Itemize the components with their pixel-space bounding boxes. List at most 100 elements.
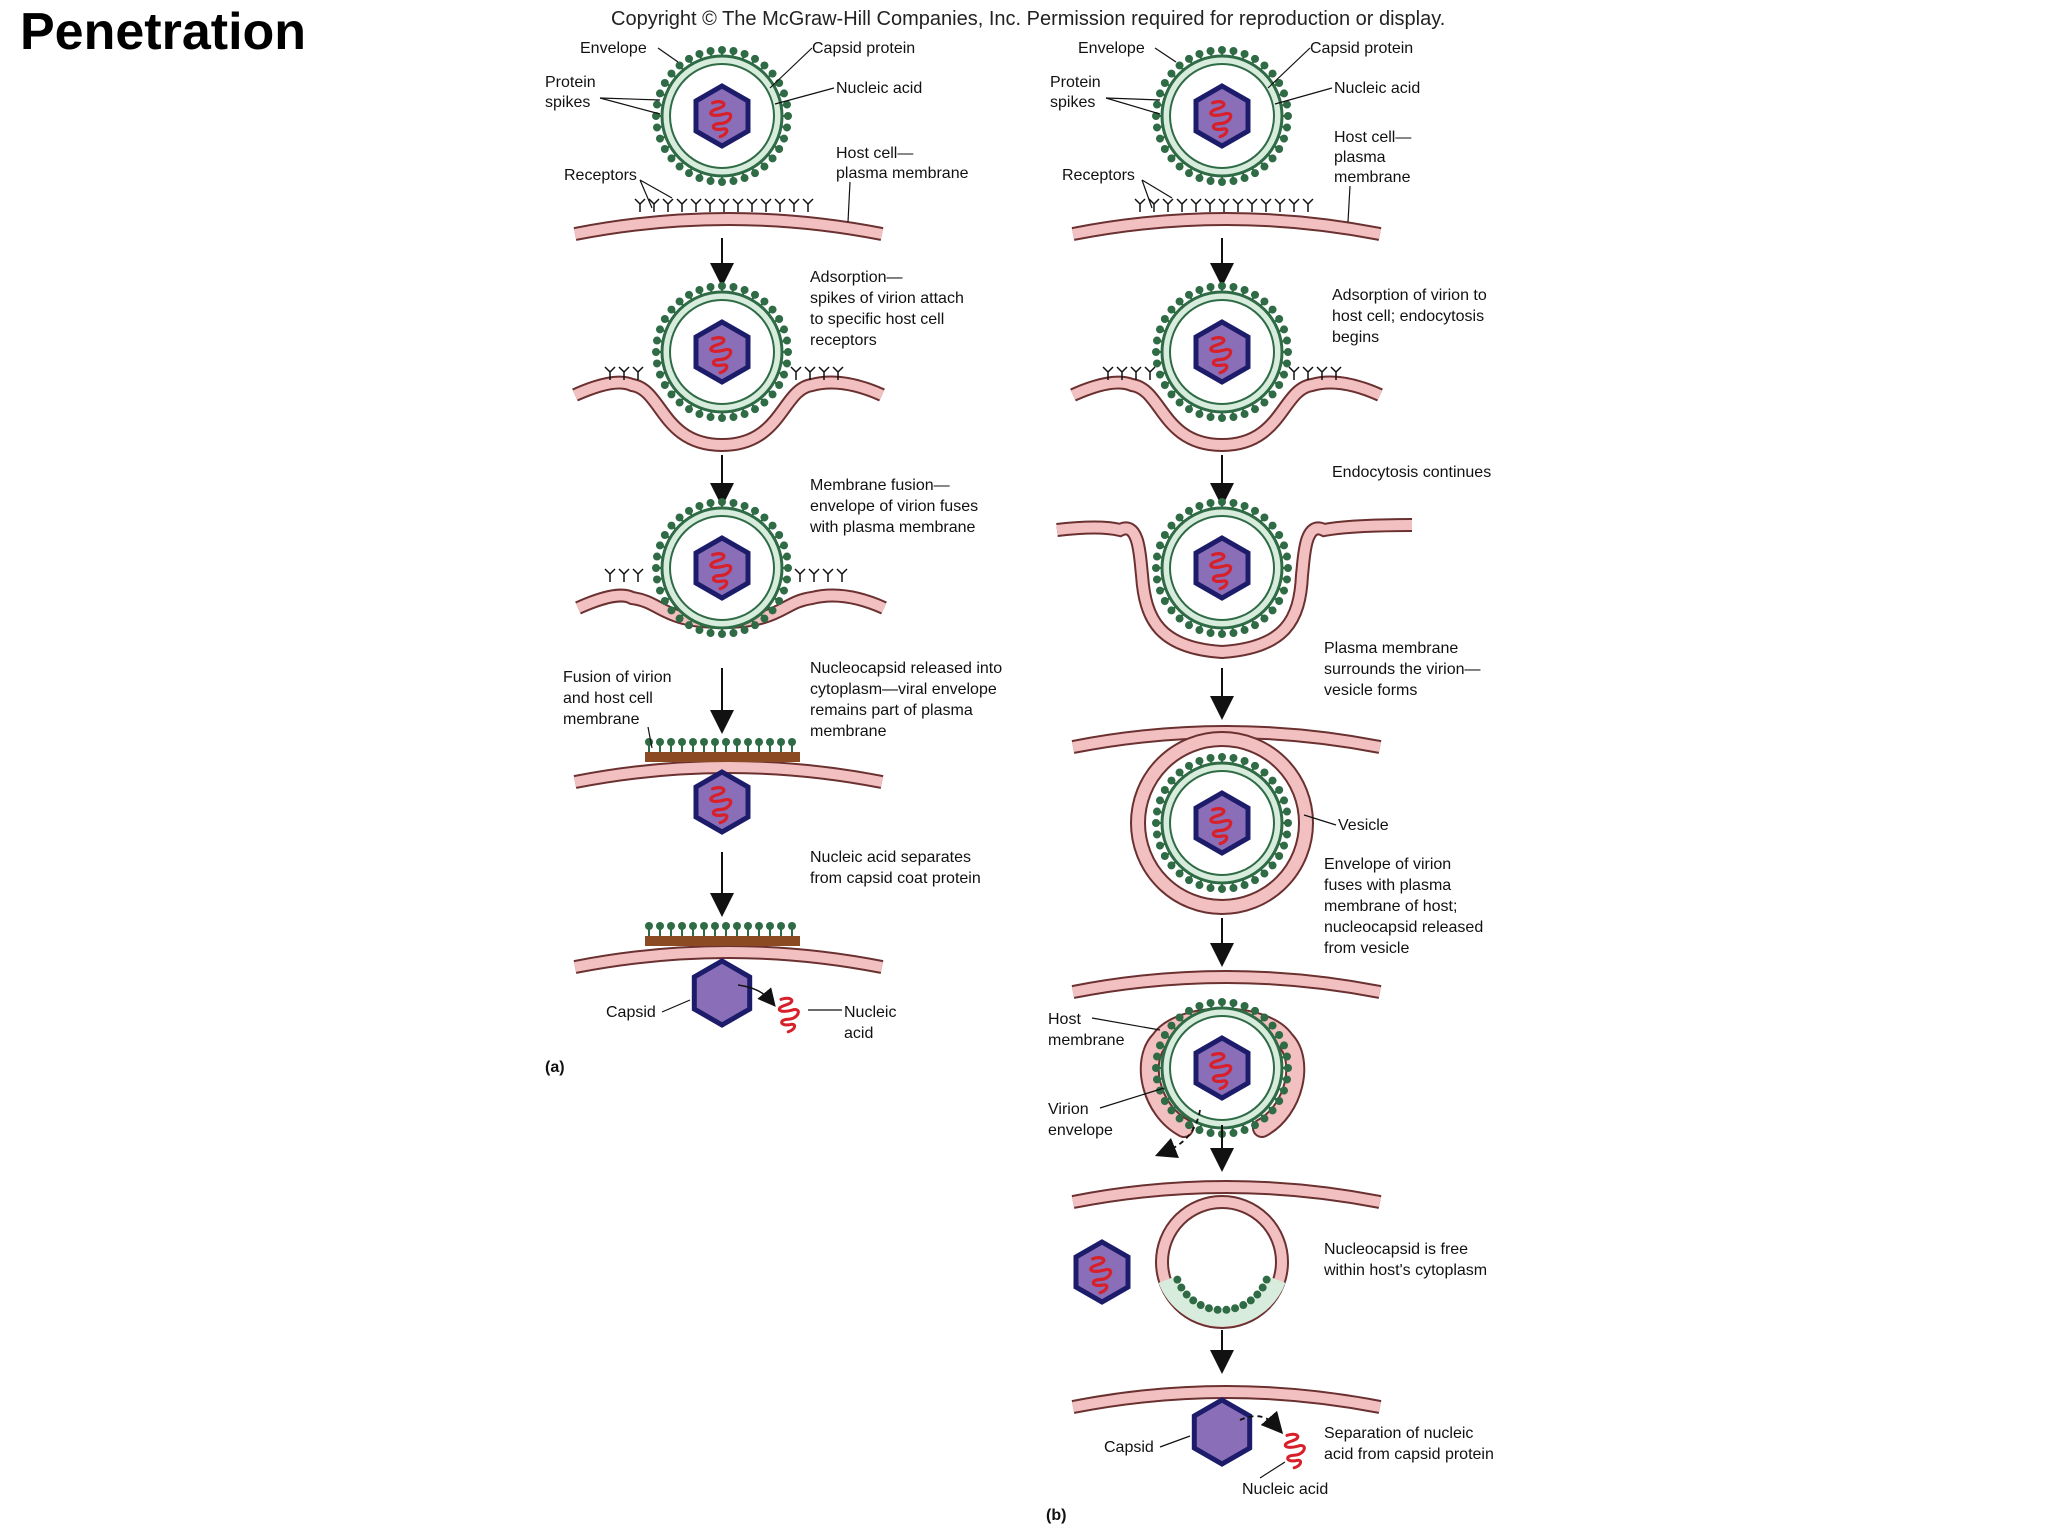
spike-head (1240, 410, 1249, 419)
spike-head (1251, 405, 1259, 414)
spike-head (1282, 552, 1291, 561)
spike-head (656, 738, 664, 746)
membrane-fill (1072, 972, 1381, 997)
virion-b3 (1152, 498, 1292, 638)
spike-head (1155, 325, 1164, 334)
spike-head (1153, 830, 1162, 839)
spike-head (729, 176, 738, 185)
spike-head (1218, 46, 1226, 54)
spike-head (1253, 1290, 1262, 1299)
nucleic-acid-coil (709, 786, 733, 825)
free-nucleic-acid-b (1283, 1432, 1306, 1470)
leader-line (599, 97, 661, 115)
spike-head (1195, 1126, 1204, 1135)
receptor (1330, 366, 1342, 380)
receptor (1134, 198, 1146, 212)
spike-head (653, 123, 662, 132)
spike-head (1218, 498, 1226, 506)
spike-head (775, 315, 784, 323)
spike-head (667, 922, 675, 930)
spike-head (784, 564, 792, 572)
receptors (634, 198, 814, 212)
spike-head (755, 738, 763, 746)
step-b6-line1: Separation of nucleic (1324, 1425, 1473, 1442)
spike-head (695, 285, 704, 294)
receptor (1148, 198, 1160, 212)
step-a2-line3: with plasma membrane (809, 519, 976, 536)
spike-head (1282, 807, 1291, 816)
virion-b1 (1152, 46, 1292, 186)
spike-head (1195, 285, 1204, 294)
label-envelope-a: Envelope (580, 40, 647, 57)
spike-head (1260, 768, 1269, 777)
spike-head (782, 100, 791, 109)
spike-head (1284, 564, 1292, 572)
membrane-fill (1072, 1182, 1381, 1207)
leader-line (847, 181, 851, 223)
spike-head (1153, 100, 1162, 109)
receptor (632, 568, 644, 582)
spike-head (780, 89, 789, 98)
label-capsid-b: Capsid (1104, 1439, 1154, 1456)
spike-head (1185, 169, 1193, 178)
spike-head (1280, 134, 1289, 143)
spike-head (782, 552, 791, 561)
spike-head (1240, 174, 1249, 183)
spike-head (1155, 841, 1164, 850)
spike-head (653, 359, 662, 368)
nucleocapsid (1193, 319, 1251, 385)
spike-head (1175, 162, 1184, 171)
spike-head (685, 54, 693, 63)
virion-a3 (652, 498, 792, 638)
host-membrane-b7 (1071, 1385, 1382, 1414)
spike-head (1260, 61, 1269, 70)
label-protein-spikes-b-1: Protein (1050, 74, 1101, 91)
spike-head (1275, 786, 1284, 794)
spike-head (1206, 999, 1215, 1008)
label-protein-spikes-a-2: spikes (545, 94, 590, 111)
spike-head (1155, 370, 1164, 379)
receptor (802, 198, 814, 212)
spike-head (1251, 290, 1259, 299)
spike-head (706, 283, 715, 292)
receptor (1190, 198, 1202, 212)
spike-head (1240, 285, 1249, 294)
spike-head (1251, 54, 1259, 63)
spike-head (1275, 597, 1284, 605)
spike-head (645, 922, 653, 930)
spike-head (775, 145, 784, 153)
spike-head (788, 922, 796, 930)
spike-head (1268, 521, 1277, 530)
panel-a: Envelope Capsid protein Protein spikes N… (545, 40, 1002, 1076)
step-a2-line1: Membrane fusion— (810, 477, 950, 494)
fused-envelope-patch (645, 922, 800, 946)
spike-head (1282, 1075, 1291, 1084)
spike-head (733, 922, 741, 930)
label-nucleic-a-1: Nucleic (844, 1004, 896, 1021)
receptor (804, 366, 816, 380)
spike-head (1175, 61, 1184, 70)
empty-capsid-b (1191, 1397, 1253, 1467)
spike-head (1280, 370, 1289, 379)
spike-head (766, 922, 774, 930)
spike-head (1260, 398, 1269, 407)
receptor (732, 198, 744, 212)
spike-head (675, 614, 684, 623)
step-a4-line1: Nucleic acid separates (810, 849, 971, 866)
copyright-notice: Copyright © The McGraw-Hill Companies, I… (611, 8, 1446, 30)
spike-head (1155, 796, 1164, 805)
spike-head (1160, 79, 1169, 87)
spike-head (1280, 586, 1289, 595)
spike-head (1160, 1097, 1169, 1105)
spike-head (1153, 1052, 1162, 1061)
nucleic-acid-coil (1089, 1256, 1113, 1295)
spike-head (1185, 405, 1193, 414)
leader-line (769, 47, 813, 89)
spike-head (1240, 626, 1249, 635)
nucleic-acid-coil (1209, 552, 1233, 591)
nucleocapsid (693, 319, 751, 385)
spike-head (760, 398, 769, 407)
spike-head (678, 738, 686, 746)
spike-head (1251, 761, 1259, 770)
